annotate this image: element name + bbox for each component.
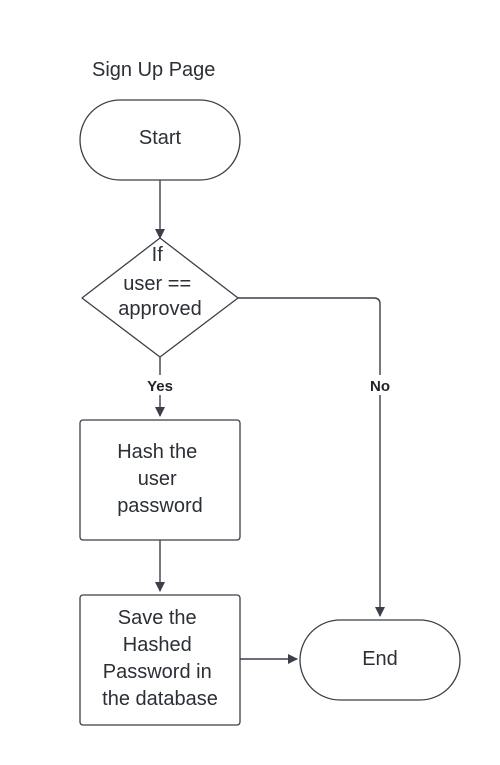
no-label-bg [364, 375, 396, 395]
start-label: Start [139, 127, 182, 149]
hash-label: Hash the user password [117, 441, 203, 517]
save-label: Save the Hashed Password in the database [102, 607, 218, 710]
save-process-shape [79, 594, 241, 726]
decision-diamond-shape [81, 237, 239, 358]
yes-label-bg [142, 375, 178, 395]
hash-process-shape [79, 419, 241, 541]
edge-label-yes: Yes [147, 378, 173, 395]
node-start: Start [79, 99, 241, 181]
edge-decision-to-end [238, 297, 385, 617]
diagram-title: Sign Up Page [92, 59, 215, 81]
decision-label: If user == approved [118, 244, 201, 320]
end-terminal-shape [299, 619, 461, 701]
edge-label-no: No [370, 378, 390, 395]
start-terminal-shape [79, 99, 241, 181]
node-end: End [299, 619, 461, 701]
node-decision: If user == approved [81, 237, 239, 358]
node-hash-password: Hash the user password [79, 419, 241, 541]
end-label: End [362, 648, 398, 670]
node-save-password: Save the Hashed Password in the database [79, 594, 241, 726]
